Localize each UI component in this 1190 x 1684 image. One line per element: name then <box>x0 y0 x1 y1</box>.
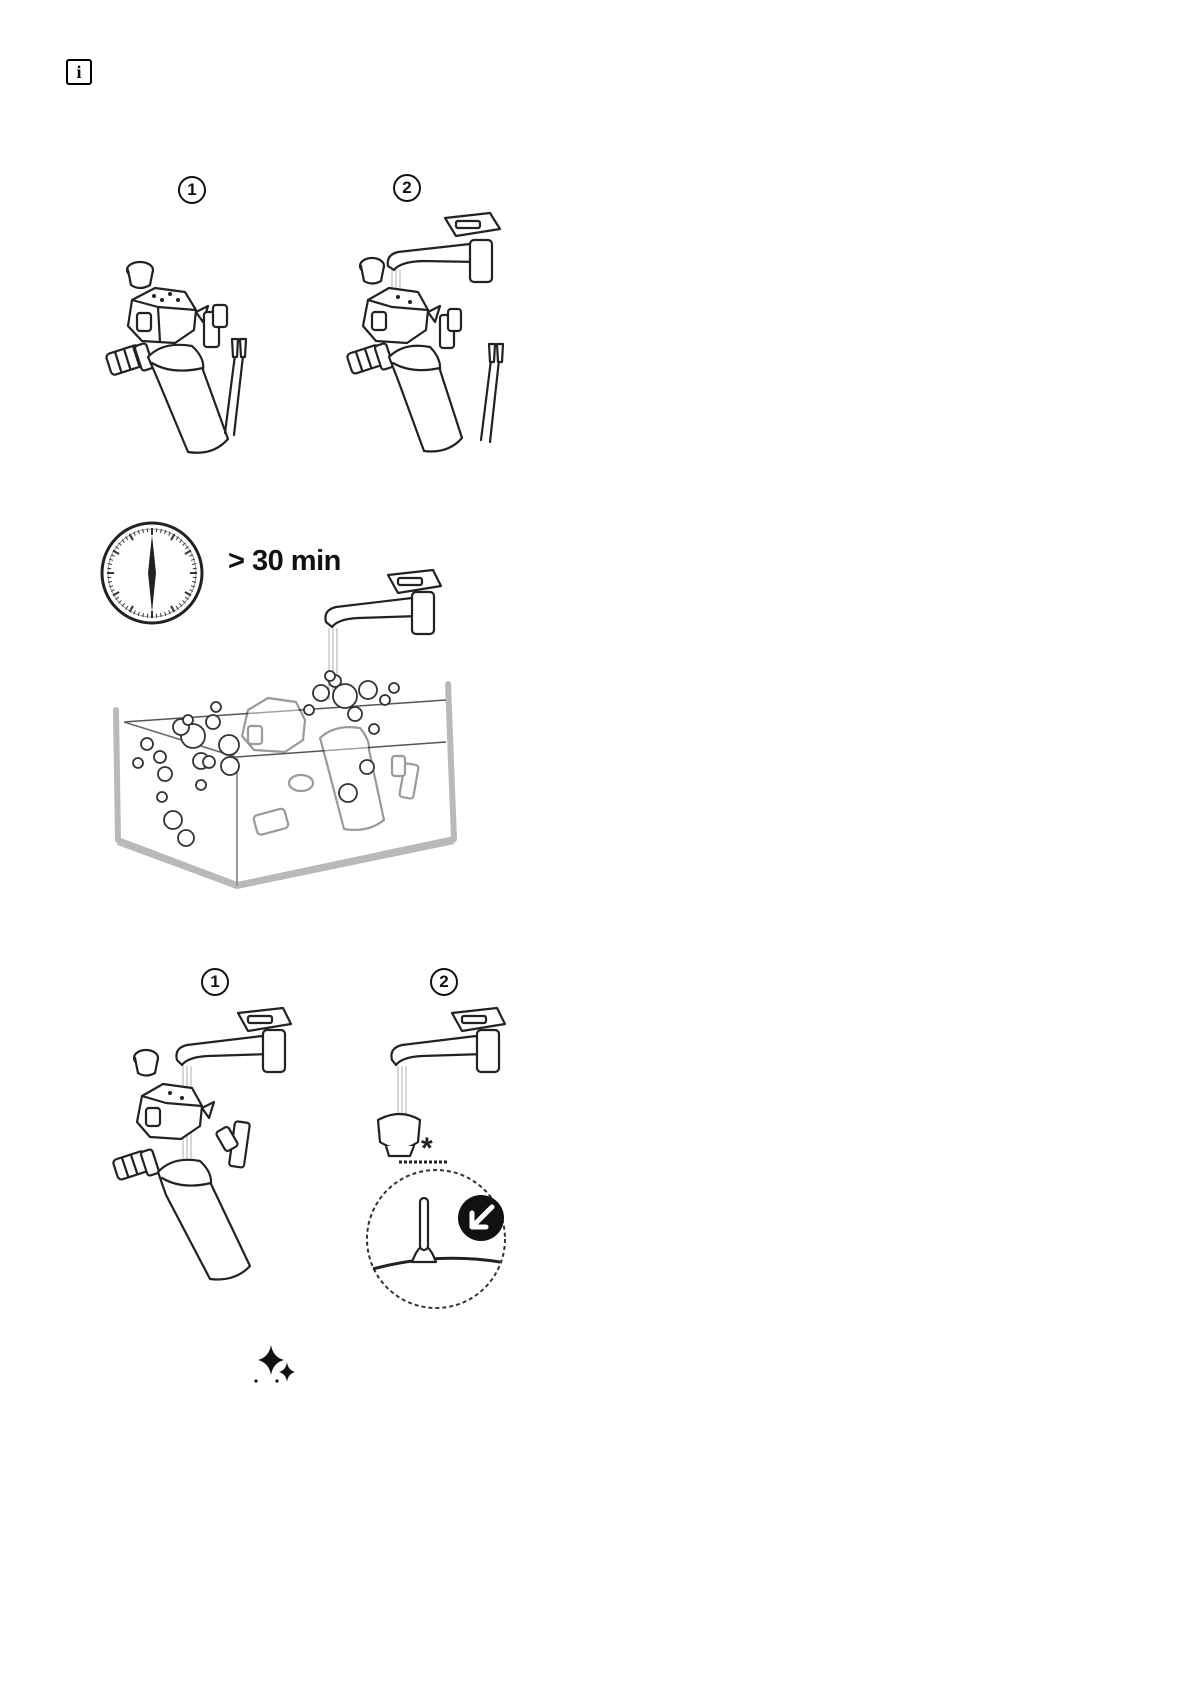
sparkle-icon <box>0 0 1190 1684</box>
